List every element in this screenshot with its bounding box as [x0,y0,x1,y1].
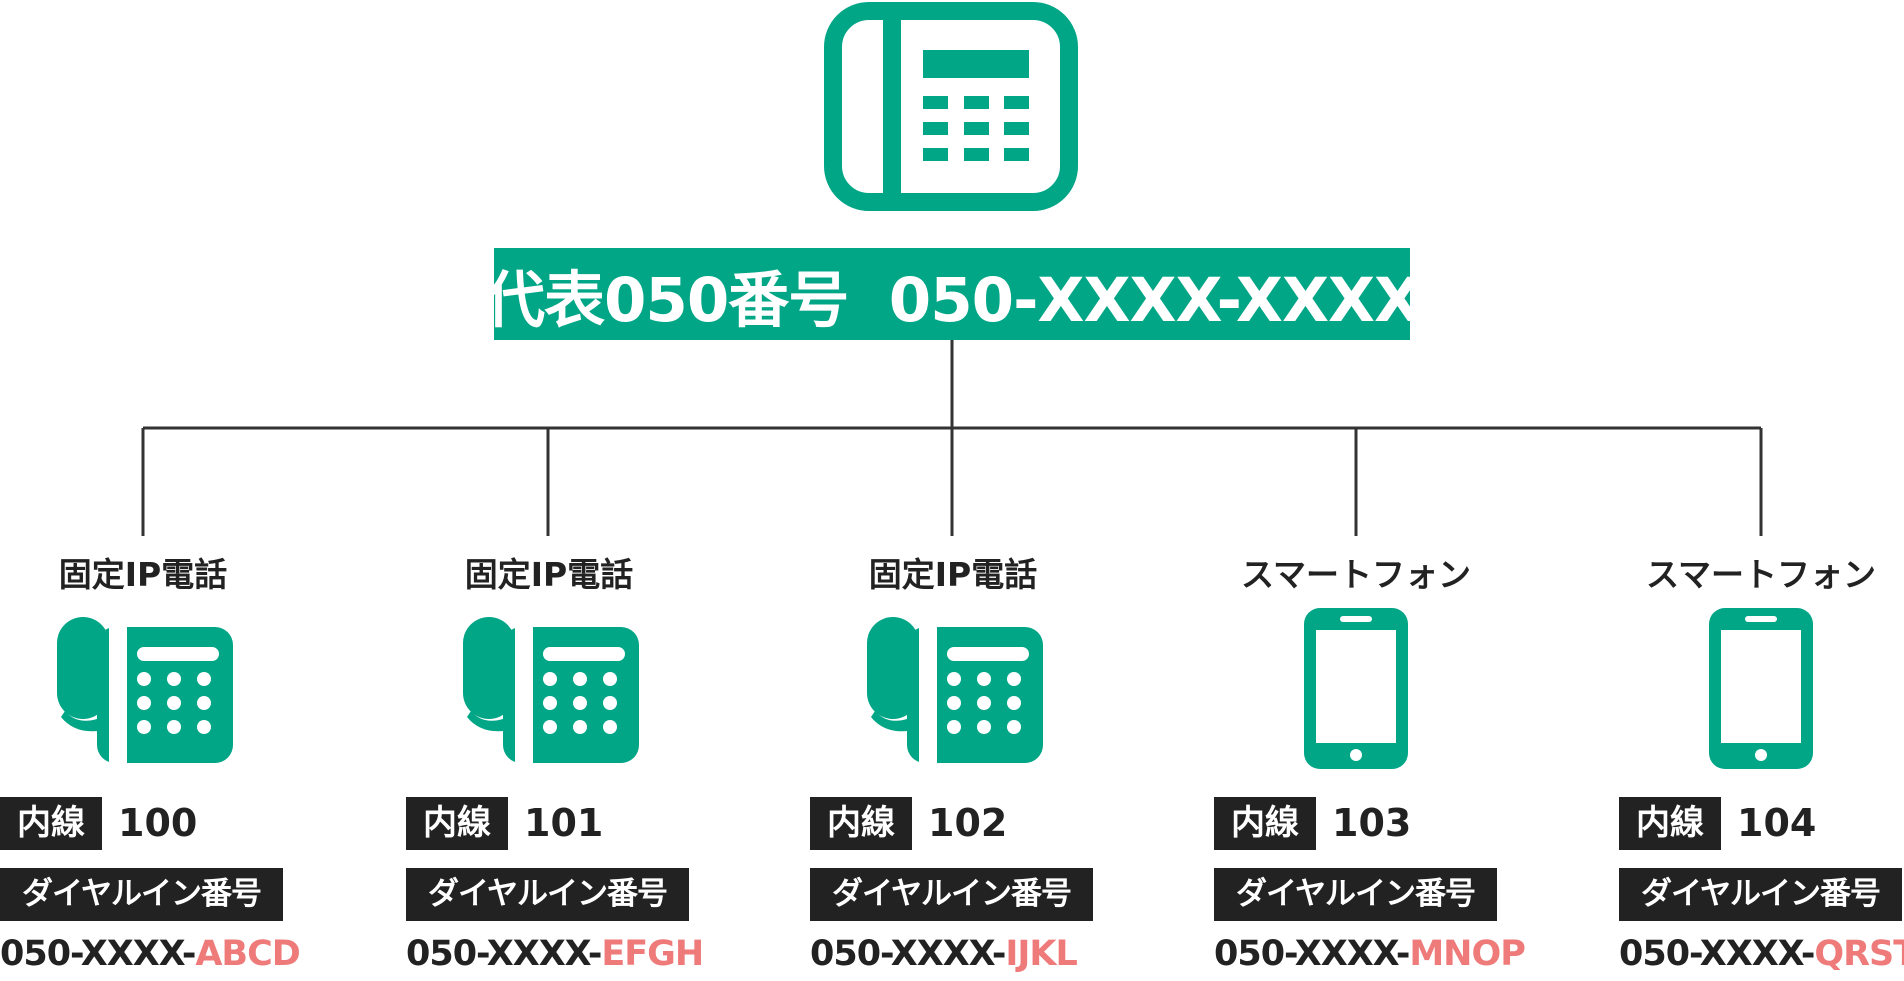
smartphone-icon [1304,608,1408,769]
extension-number: 100 [118,801,198,845]
ip-phone-icon [57,617,233,763]
dial-in-badge: ダイヤルイン番号 [406,868,689,921]
device-title: 固定IP電話 [58,555,228,594]
extension-number: 102 [928,801,1008,845]
dial-in-prefix: 050-XXXX- [1619,934,1815,974]
device-title: スマートフォン [1645,555,1876,594]
extension-badge: 内線 [0,797,102,850]
extension-number: 103 [1332,801,1412,845]
extension-badge: 内線 [406,797,508,850]
desk-phone-icon [824,2,1078,211]
dial-in-badge: ダイヤルイン番号 [1214,868,1497,921]
dial-in-number: 050-XXXX-IJKL [810,927,1078,981]
device-title: 固定IP電話 [464,555,634,594]
extension-number: 101 [524,801,604,845]
dial-in-badge: ダイヤルイン番号 [1619,868,1902,921]
dial-in-prefix: 050-XXXX- [810,934,1006,974]
extension-badge: 内線 [1214,797,1316,850]
dial-in-suffix: ABCD [195,934,301,974]
dial-in-number: 050-XXXX-QRST [1619,927,1904,981]
smartphone-icon [1709,608,1813,769]
dial-in-number: 050-XXXX-EFGH [406,927,704,981]
dial-in-prefix: 050-XXXX- [0,934,196,974]
dial-in-number: 050-XXXX-MNOP [1214,927,1526,981]
extension-badge: 内線 [1619,797,1721,850]
device-title: スマートフォン [1240,555,1471,594]
dial-in-prefix: 050-XXXX- [406,934,602,974]
dial-in-suffix: MNOP [1409,934,1526,974]
dial-in-badge: ダイヤルイン番号 [810,868,1093,921]
dial-in-suffix: EFGH [601,934,704,974]
extension-badge: 内線 [810,797,912,850]
main-number-banner: 代表050番号 050-XXXX-XXXX [484,248,1421,340]
device-title: 固定IP電話 [868,555,1038,594]
dial-in-prefix: 050-XXXX- [1214,934,1410,974]
extension-number: 104 [1737,801,1817,845]
dial-in-suffix: IJKL [1005,934,1077,974]
dial-in-badge: ダイヤルイン番号 [0,868,283,921]
ip-phone-icon [463,617,639,763]
dial-in-number: 050-XXXX-ABCD [0,927,301,981]
dial-in-suffix: QRST [1814,934,1904,974]
ip-phone-icon [867,617,1043,763]
